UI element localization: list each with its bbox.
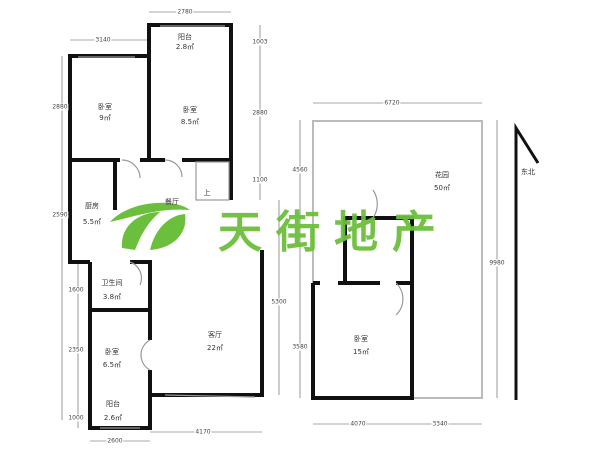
watermark-logo (110, 202, 190, 250)
room-area: 22㎡ (207, 344, 223, 352)
room-name: 客厅 (208, 331, 222, 339)
room-name: 厨房 (85, 202, 99, 210)
room-area: 2.8㎡ (175, 43, 195, 51)
dimension: 2880 (51, 103, 69, 111)
room-area: 5.5㎡ (82, 218, 102, 226)
room-name: 阳台 (106, 400, 120, 408)
dimension: 6720 (383, 99, 401, 107)
room-area: 3.8㎡ (102, 293, 122, 301)
room-area: 9㎡ (99, 114, 111, 122)
room-area: 15㎡ (353, 348, 369, 356)
watermark-text: 天街地产 (218, 207, 450, 258)
dimension: 5300 (270, 298, 288, 306)
room-area: 8.5㎡ (180, 118, 200, 126)
right-doors (372, 189, 404, 316)
room-name: 花园 (435, 171, 449, 179)
room-name: 卧室 (354, 335, 368, 343)
dimension: 2780 (176, 8, 194, 16)
dimension: 1000 (67, 414, 85, 422)
walls-left (68, 23, 264, 430)
room-name: 卧室 (183, 106, 197, 114)
room-area: 50㎡ (434, 184, 450, 192)
north-arrow-icon (514, 122, 540, 400)
dimension: 1600 (67, 286, 85, 294)
dimension: 3340 (431, 420, 449, 428)
walls-right (311, 216, 414, 400)
dimension: 1003 (251, 38, 269, 46)
dimension: 9980 (488, 259, 506, 267)
room-name: 卫生间 (101, 279, 123, 287)
room-name: 餐厅 (165, 198, 179, 206)
stair-label: 上 (203, 189, 211, 197)
dimension: 2880 (251, 109, 269, 117)
dimension: 3140 (94, 36, 112, 44)
room-area: 2.6㎡ (103, 414, 123, 422)
room-name: 阳台 (178, 33, 192, 41)
dimension: 4560 (291, 166, 309, 174)
dimension: 1100 (251, 176, 269, 184)
windows-doors (78, 25, 256, 429)
dimension: 3580 (291, 343, 309, 351)
dimension: 2600 (106, 437, 124, 445)
room-name: 卧室 (105, 348, 119, 356)
dimension: 4170 (194, 428, 212, 436)
room-name: 卧室 (98, 103, 112, 111)
compass-label: 东北 (521, 168, 535, 176)
dimension: 4070 (349, 420, 367, 428)
dimension: 2590 (51, 211, 69, 219)
dimension: 2350 (67, 346, 85, 354)
room-area: 6.5㎡ (102, 361, 122, 369)
